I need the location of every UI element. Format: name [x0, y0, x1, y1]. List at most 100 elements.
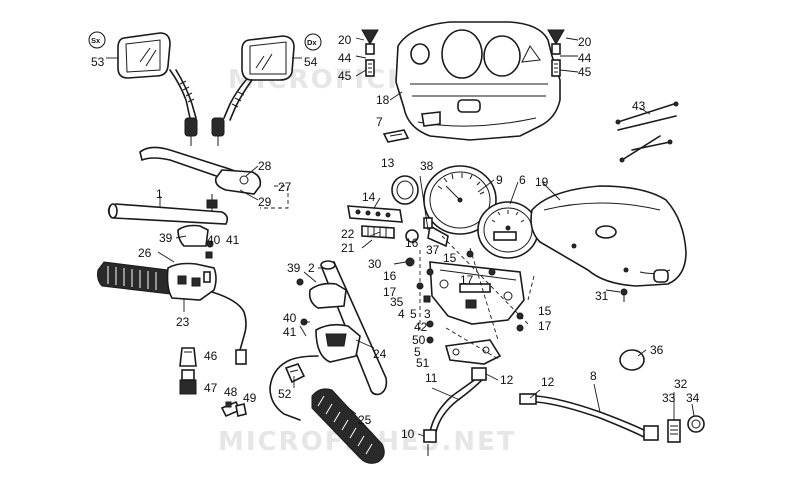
- speedometer-9: [423, 165, 497, 248]
- clutch-lever: [139, 146, 262, 214]
- callout-23: 23: [176, 315, 190, 329]
- callout-45-left: 45: [338, 69, 352, 83]
- callout-10: 10: [401, 427, 415, 441]
- callout-50: 50: [412, 333, 426, 347]
- cable-tie-36: [619, 349, 645, 371]
- callout-41-left: 41: [226, 233, 240, 247]
- callout-42: 42: [414, 320, 428, 334]
- callout-48: 48: [224, 385, 238, 399]
- gauge-bracket: [429, 261, 525, 325]
- callout-53: 53: [91, 55, 105, 69]
- callout-40-left: 40: [207, 233, 221, 247]
- throttle-switch-52: [284, 363, 306, 384]
- callout-40-right: 40: [283, 311, 297, 325]
- callout-15-top: 15: [443, 251, 457, 265]
- left-clamp: [177, 224, 214, 259]
- left-mirror: [117, 32, 198, 146]
- part-51-bracket: [444, 339, 502, 365]
- part-callouts: 53 54 20 44 45 18 20 44 45 43 7 28 27 29…: [91, 33, 700, 441]
- callout-21: 21: [341, 241, 355, 255]
- callout-12-left: 12: [500, 373, 514, 387]
- callout-1: 1: [156, 187, 163, 201]
- callout-38: 38: [420, 159, 434, 173]
- callout-16-mid: 16: [383, 269, 397, 283]
- callout-29: 29: [258, 195, 272, 209]
- connector-49: [235, 403, 247, 417]
- callout-16-top: 16: [405, 236, 419, 250]
- callout-45-right: 45: [578, 65, 592, 79]
- left-grip: [97, 261, 173, 295]
- dashed-guide-lines: [260, 185, 535, 361]
- callout-43: 43: [632, 99, 646, 113]
- callout-39-left: 39: [159, 231, 173, 245]
- instrument-cover: [395, 21, 561, 141]
- callout-39-right: 39: [287, 261, 301, 275]
- tacho-cable-8: [519, 393, 659, 441]
- bulb-38: [405, 217, 433, 243]
- callout-2: 2: [308, 261, 315, 275]
- bulb-30: [405, 257, 415, 267]
- callout-26: 26: [138, 246, 152, 260]
- callout-51: 51: [416, 356, 430, 370]
- part-7-bracket: [382, 129, 410, 143]
- callout-49: 49: [243, 391, 257, 405]
- instrument-rear-cover: [530, 185, 687, 287]
- callout-28: 28: [258, 159, 272, 173]
- callout-30: 30: [368, 257, 382, 271]
- callout-47: 47: [204, 381, 218, 395]
- callout-6: 6: [519, 173, 526, 187]
- callout-24: 24: [373, 347, 387, 361]
- left-handlebar: [107, 203, 229, 225]
- connector-47: [179, 369, 197, 395]
- right-mirror: [211, 35, 295, 146]
- callout-8: 8: [590, 369, 597, 383]
- callout-9: 9: [496, 173, 503, 187]
- callout-11: 11: [425, 371, 438, 385]
- wiring-43: [615, 101, 679, 163]
- tachometer-6: [477, 201, 539, 259]
- bulb-holder-right: [547, 29, 565, 77]
- callout-25: 25: [358, 413, 372, 427]
- callout-5-bottom: 5: [414, 345, 421, 359]
- callout-4: 4: [398, 307, 405, 321]
- callout-20-right: 20: [578, 35, 592, 49]
- callout-46: 46: [204, 349, 218, 363]
- callout-17-left: 17: [383, 285, 397, 299]
- callout-44-left: 44: [338, 51, 352, 65]
- right-grip: [311, 388, 385, 464]
- callout-19: 19: [535, 175, 549, 189]
- callout-33: 33: [662, 391, 676, 405]
- left-side-tag-label: Sx: [91, 36, 101, 45]
- sender-32-34: [667, 415, 705, 443]
- callout-34: 34: [686, 391, 700, 405]
- connector-46: [179, 347, 197, 367]
- callout-36: 36: [650, 343, 664, 357]
- left-switch-housing: [166, 262, 247, 365]
- leader-lines: [106, 37, 695, 437]
- callout-22: 22: [341, 227, 355, 241]
- callout-12-right: 12: [541, 375, 555, 389]
- hardware-15-17: [416, 250, 524, 344]
- left-side-tag: Sx: [88, 31, 106, 49]
- callout-18: 18: [376, 93, 390, 107]
- right-side-tag-label: Dx: [307, 38, 317, 47]
- callout-17-mid: 17: [460, 273, 474, 287]
- callout-37: 37: [426, 243, 440, 257]
- small-gauge-13: [391, 175, 419, 205]
- bulb-holder-left: [361, 29, 379, 77]
- callout-31: 31: [595, 289, 609, 303]
- right-side-tag: Dx: [304, 33, 322, 51]
- callout-15-right: 15: [538, 304, 552, 318]
- callout-3: 3: [424, 307, 431, 321]
- callout-13: 13: [381, 156, 395, 170]
- callout-5-top: 5: [410, 307, 417, 321]
- callout-54: 54: [304, 55, 318, 69]
- callout-35: 35: [390, 295, 404, 309]
- callout-20-left: 20: [338, 33, 352, 47]
- callout-14: 14: [362, 190, 376, 204]
- throttle-housing: [269, 323, 361, 421]
- screw-31: [620, 288, 628, 302]
- callout-7: 7: [376, 115, 383, 129]
